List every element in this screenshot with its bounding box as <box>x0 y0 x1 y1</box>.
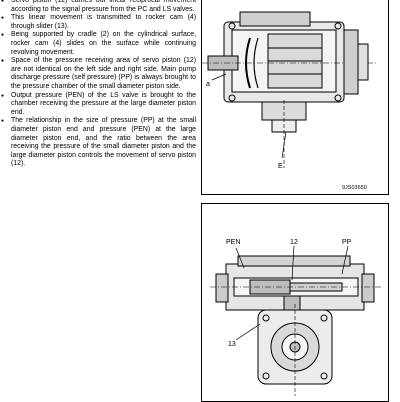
label-13: 13 <box>228 341 236 348</box>
paragraph-servo-piston: Servo piston (12) carries out linear rec… <box>0 0 196 14</box>
label-a: a <box>206 81 210 88</box>
paragraph-relationship: The relationship in the size of pressure… <box>0 117 196 169</box>
paragraph-pressure-area: Space of the pressure receiving area of … <box>0 57 196 91</box>
paragraph-cradle: Being supported by cradle (2) on the cyl… <box>0 31 196 57</box>
label-12: 12 <box>290 239 298 246</box>
figure-servo-piston: PEN 12 PP 13 <box>201 203 389 402</box>
body-text: Servo piston (12) carries out linear rec… <box>0 0 196 169</box>
bullet-list: Servo piston (12) carries out linear rec… <box>0 0 196 169</box>
paragraph-output-pressure: Output pressure (PEN) of the LS valve is… <box>0 92 196 118</box>
servo-piston-drawing: PEN 12 PP 13 <box>210 239 382 396</box>
label-pen: PEN <box>226 239 240 246</box>
figure-pump-section: a E 9JS03650 <box>201 0 389 195</box>
label-e: E <box>278 163 283 170</box>
label-pp: PP <box>342 239 352 246</box>
paragraph-linear-movement: This linear movement is transmitted to r… <box>0 14 196 31</box>
pump-section-drawing: a E 9JS03650 <box>202 11 377 191</box>
figure-code: 9JS03650 <box>342 185 367 191</box>
